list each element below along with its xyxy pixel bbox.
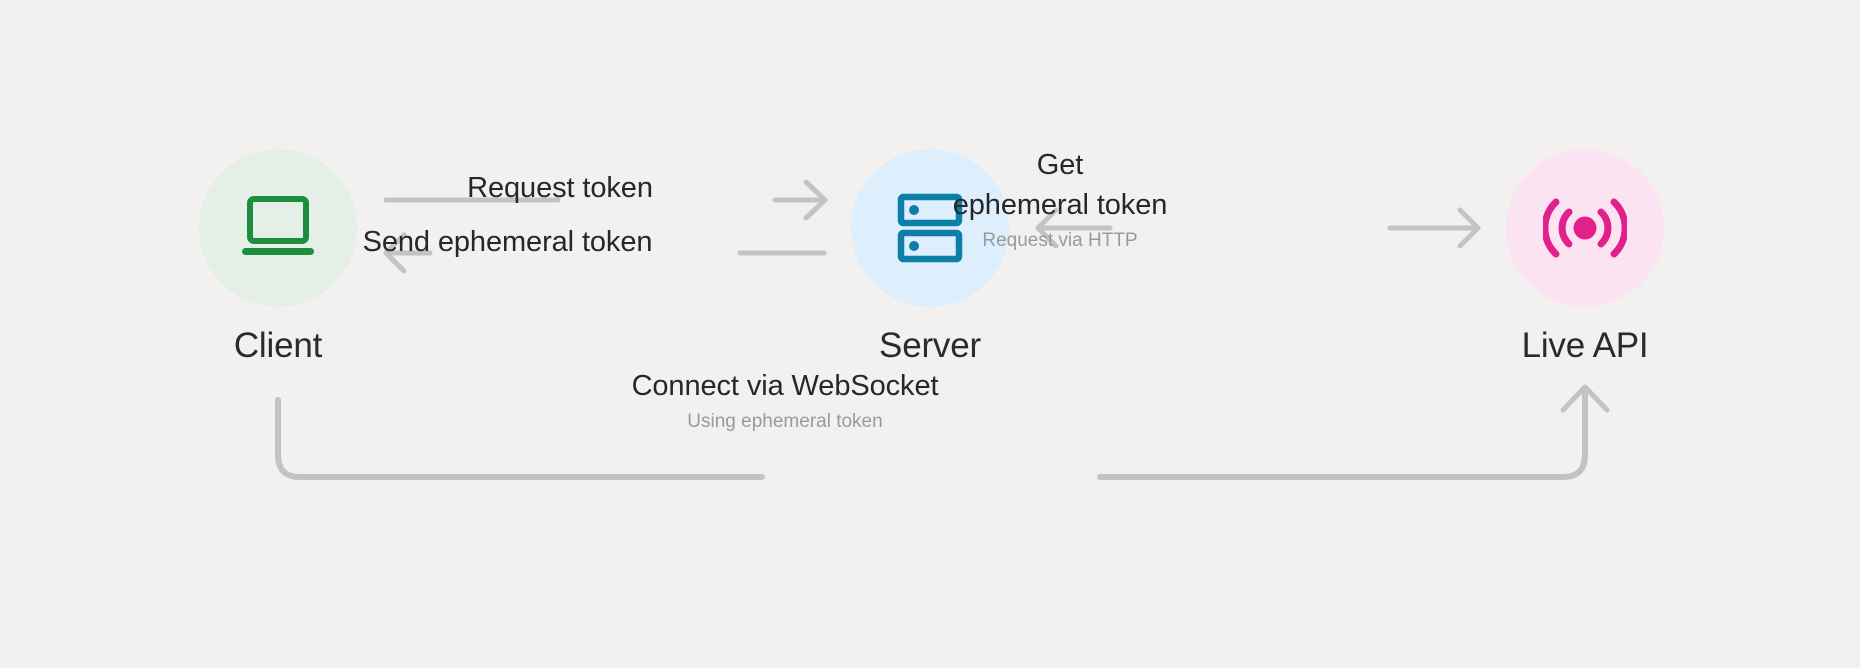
node-server[interactable]: Server (830, 149, 1030, 366)
node-client-circle (199, 149, 357, 307)
edge-label-request-token: Request token (440, 168, 680, 208)
connector-get-token-right-arrow (1387, 207, 1481, 249)
node-live-api-circle (1506, 149, 1664, 307)
node-live-api-label: Live API (1521, 326, 1649, 365)
edge-label-send-ephemeral-token: Send ephemeral token (355, 222, 660, 262)
edge-label-request-token-text: Request token (467, 172, 653, 204)
edge-label-get-ephemeral-token-line2: ephemeral token (952, 189, 1168, 221)
node-server-circle (851, 149, 1009, 307)
edge-sublabel-request-via-http: Request via HTTP (982, 230, 1138, 251)
edge-label-get-ephemeral-token-line1: Get (1036, 149, 1084, 181)
edge-sublabel-using-ephemeral-token: Using ephemeral token (687, 411, 883, 432)
node-live-api[interactable]: Live API (1485, 149, 1685, 366)
edge-label-connect-websocket-text: Connect via WebSocket (631, 370, 939, 402)
server-icon (897, 193, 963, 263)
edge-label-connect-websocket: Connect via WebSocket Using ephemeral to… (605, 366, 965, 435)
node-client-label: Client (233, 326, 323, 365)
broadcast-signal-icon (1543, 198, 1627, 258)
edge-label-get-ephemeral-token: Get ephemeral token Request via HTTP (935, 145, 1185, 254)
node-server-label: Server (879, 326, 981, 365)
laptop-icon (242, 196, 314, 255)
edge-label-send-ephemeral-token-text: Send ephemeral token (362, 226, 653, 258)
node-client[interactable]: Client (178, 149, 378, 366)
